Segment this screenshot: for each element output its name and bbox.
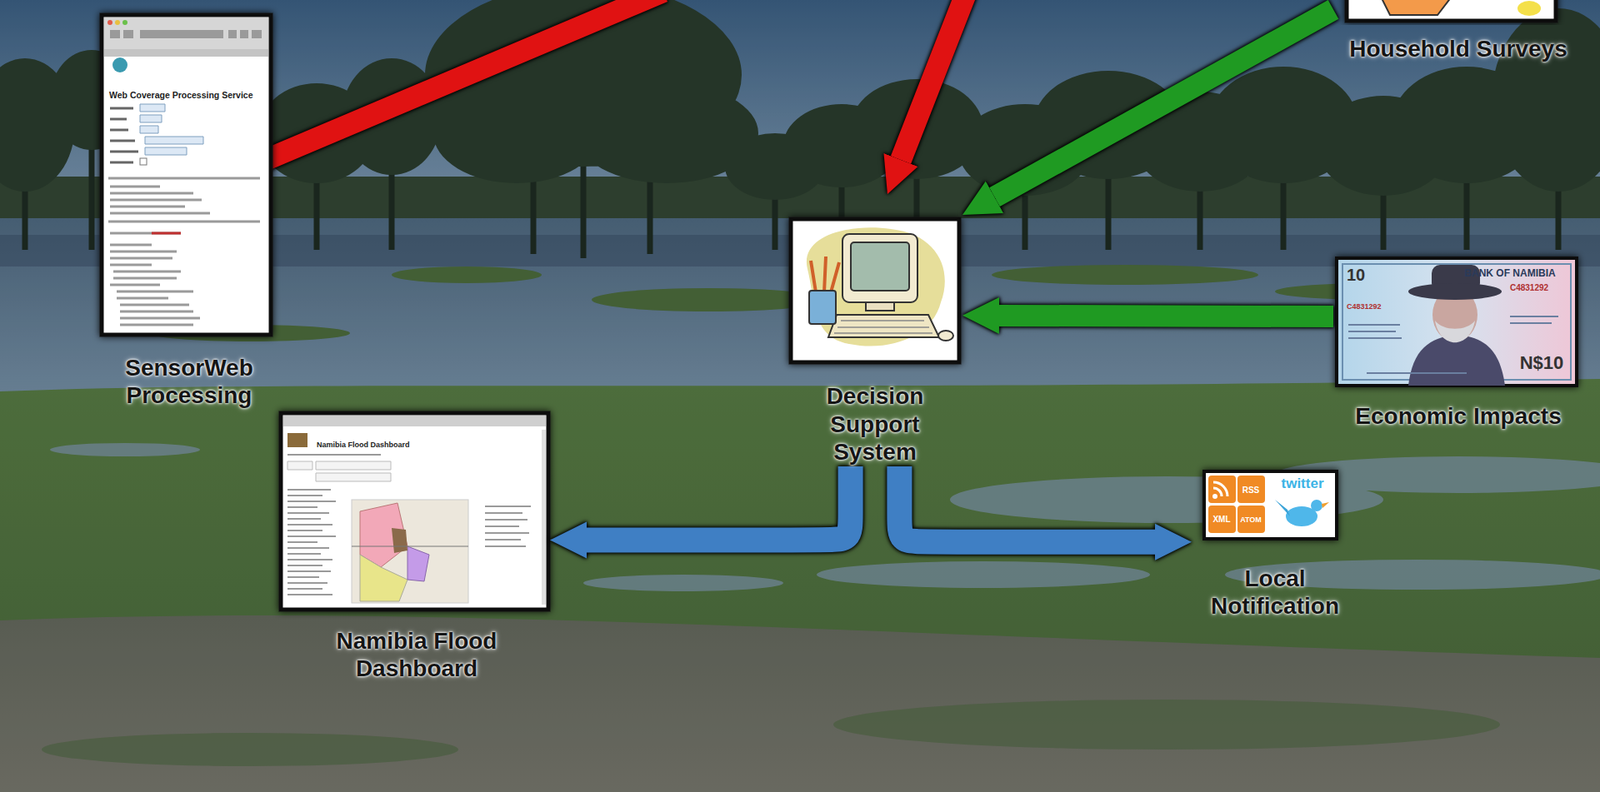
window-frame	[280, 413, 549, 610]
node-label: Economic Impacts	[1355, 402, 1561, 431]
illustration-label: XML	[1212, 515, 1230, 525]
bird-beak	[1321, 502, 1330, 509]
form-dropdowns	[140, 104, 204, 155]
clipart-frame	[1346, 0, 1556, 21]
illustration-label: N$10	[1520, 354, 1565, 373]
window-tab	[104, 49, 269, 57]
diagram-node: SensorWeb Processing	[101, 11, 277, 410]
window-button	[115, 20, 120, 25]
atom-badge	[1237, 505, 1265, 534]
banknote-frame	[1336, 258, 1577, 386]
banknote	[1336, 258, 1577, 386]
bird-tail	[1275, 500, 1290, 517]
diagram-node: Namibia Flood Dashboard	[283, 408, 550, 684]
dashboard-logo	[287, 433, 308, 448]
map-region	[360, 555, 408, 602]
illustration-label: C4831292	[1346, 303, 1382, 311]
flow-arrow	[994, 9, 1334, 197]
scrollbar	[541, 430, 546, 605]
node-label: Namibia Flood Dashboard	[283, 627, 550, 684]
portrait-coat	[1408, 335, 1505, 386]
code-lines	[108, 178, 260, 325]
window-toolbar	[104, 17, 269, 50]
dashboard-tabs	[287, 461, 391, 482]
flow-arrow	[999, 315, 1334, 317]
window-toolbar	[283, 415, 546, 427]
form-checkbox	[140, 158, 147, 165]
keyboard	[828, 315, 940, 338]
map-line	[351, 546, 469, 548]
map-region	[407, 546, 430, 582]
map-region	[360, 503, 408, 568]
node-label: SensorWeb Processing	[101, 354, 277, 410]
portrait-beard	[1435, 320, 1475, 343]
diagram-node: Household Surveys	[1333, 0, 1584, 64]
node-label: Household Surveys	[1349, 35, 1567, 64]
rss-badge	[1237, 475, 1265, 504]
bird-head	[1310, 500, 1323, 512]
mouse	[938, 330, 954, 341]
survey-clipart	[1346, 0, 1556, 21]
window-frame	[101, 15, 271, 335]
rss-dot	[1212, 494, 1218, 500]
keyboard-keys	[834, 320, 933, 334]
monitor	[842, 234, 918, 303]
survey-form	[1379, 0, 1455, 15]
survey-pencil	[1517, 0, 1541, 16]
globe-icon	[112, 57, 128, 73]
illustration-label: RSS	[1242, 486, 1260, 495]
computer-clipart	[790, 219, 960, 363]
red-arrows	[250, 0, 967, 167]
code-highlight	[151, 232, 181, 235]
illustration-label: Namibia Flood Dashboard	[316, 441, 410, 450]
sidebar-lines	[287, 490, 336, 595]
diagram-node: Decision Support System	[787, 215, 963, 467]
rss-icon	[1208, 475, 1236, 504]
diagram-node: Local Notification	[1191, 466, 1359, 621]
window-button	[107, 20, 113, 25]
clipart-blob	[806, 227, 945, 346]
node-label: Local Notification	[1191, 565, 1359, 621]
form-labels	[110, 108, 139, 163]
red-arrow	[250, 0, 664, 167]
notification-icons	[1204, 471, 1337, 540]
pencil-cup	[809, 290, 836, 325]
pencils	[810, 256, 840, 293]
illustration-label: twitter	[1281, 476, 1325, 491]
node-label: Decision Support System	[787, 382, 963, 467]
red-arrow	[900, 0, 967, 160]
map-region	[391, 528, 408, 554]
monitor-screen	[850, 242, 910, 291]
illustration-label: 10	[1346, 266, 1365, 284]
portrait-hat-brim	[1408, 283, 1502, 300]
flow-arrow	[899, 466, 1155, 543]
monitor-stand	[865, 302, 895, 311]
sensorweb-screenshot	[101, 15, 271, 335]
illustration-label: ATOM	[1240, 516, 1262, 525]
clipart-frame	[790, 219, 960, 363]
illustration-label: C4831292	[1510, 284, 1549, 293]
map-frame	[351, 500, 469, 604]
diagram-node: Economic Impacts	[1333, 254, 1584, 431]
xml-badge	[1208, 505, 1236, 534]
flow-arrow	[586, 466, 851, 540]
illustration-label: Web Coverage Processing Service	[109, 90, 254, 100]
subtitle-line	[287, 454, 381, 456]
dashboard-screenshot	[280, 413, 549, 610]
rss-waves	[1213, 482, 1228, 497]
icons-frame	[1204, 471, 1337, 540]
toolbar-icons	[110, 30, 262, 39]
illustration-label: BANK OF NAMIBIA	[1464, 268, 1555, 279]
window-button	[122, 20, 128, 25]
legend-lines	[485, 506, 531, 547]
